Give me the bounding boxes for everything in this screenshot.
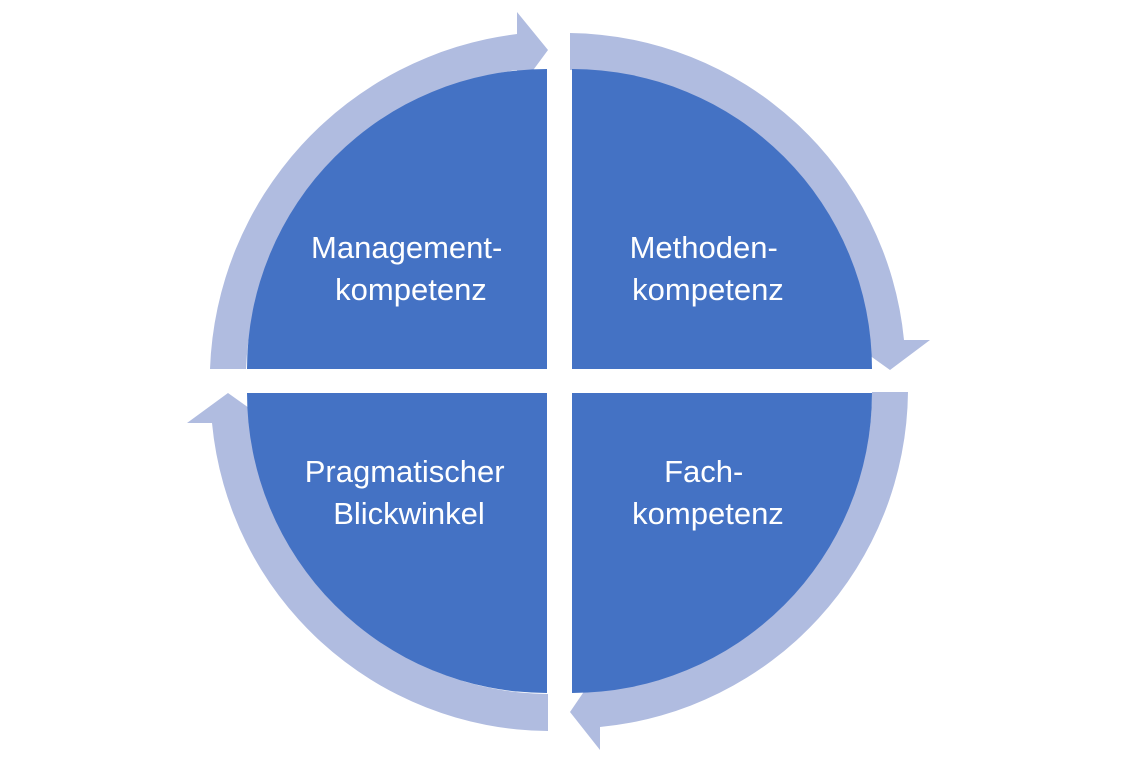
cycle-arrows [187, 12, 930, 750]
label-top-right-line1: Methoden- [630, 230, 778, 265]
label-top-left-line1: Management- [311, 230, 502, 265]
label-bottom-right: Fach- kompetenz [632, 454, 784, 531]
quadrant-bottom-right [572, 393, 872, 693]
quadrant-bottom-left [247, 393, 547, 693]
arrow-top-right [570, 33, 930, 370]
label-bottom-right-line1: Fach- [664, 454, 743, 489]
arrow-bottom-left [187, 393, 548, 731]
quadrants [247, 69, 872, 693]
arrow-bottom-right [570, 392, 908, 750]
quadrant-top-left [247, 69, 547, 369]
label-top-right-line2: kompetenz [632, 272, 784, 307]
label-bottom-left: Pragmatischer Blickwinkel [305, 454, 513, 531]
label-bottom-right-line2: kompetenz [632, 496, 784, 531]
quadrant-top-right [572, 69, 872, 369]
label-bottom-left-line2: Blickwinkel [333, 496, 485, 531]
label-top-left-line2: kompetenz [335, 272, 487, 307]
label-top-left: Management- kompetenz [311, 230, 511, 307]
arrow-top-left [210, 12, 548, 369]
label-bottom-left-line1: Pragmatischer [305, 454, 505, 489]
quadrant-labels: Management- kompetenz Methoden- kompeten… [305, 230, 787, 531]
label-top-right: Methoden- kompetenz [630, 230, 787, 307]
